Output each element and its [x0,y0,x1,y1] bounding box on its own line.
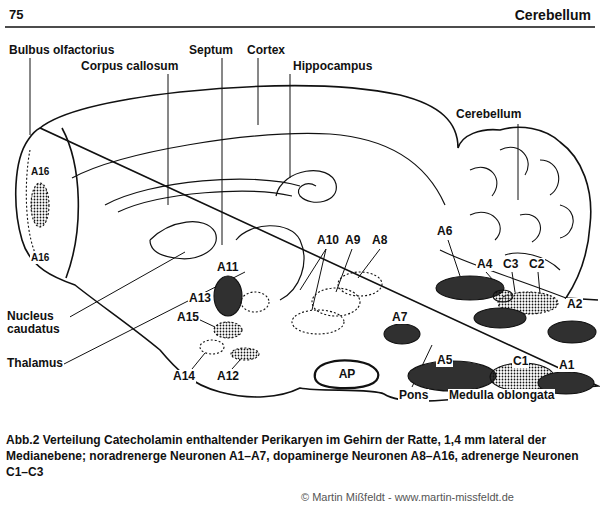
cell-group-label: A1 [558,359,575,372]
cell-group [384,324,420,344]
cortex-boundary [72,134,445,205]
illustration-part [232,360,240,369]
cell-group-label: A4 [476,258,493,271]
cell-group-label: A15 [176,311,200,324]
illustration-part [538,272,540,294]
illustration-part [358,249,380,278]
brain-outline [16,86,598,401]
illustration-part [168,74,169,205]
cell-group [292,310,344,334]
cell-group-label: A6 [436,225,453,238]
figure-caption: Abb.2 Verteilung Catecholamin enthaltend… [6,432,594,480]
page-number: 75 [8,7,24,22]
cell-group [200,340,224,354]
cell-group-label: A8 [371,234,388,247]
illustration-part [198,319,215,327]
illustration-part [518,124,519,200]
cell-group-label: A16 [30,252,50,264]
illustration-part [312,249,326,310]
cell-group-label: A10 [316,234,340,247]
cell-group [241,292,269,312]
cell-group-label: A9 [344,234,361,247]
cell-group-label: C2 [528,258,545,271]
cell-group-label: A7 [391,311,408,324]
region-label: Cortex [246,44,286,57]
cell-group [214,276,242,316]
cell-group [214,322,242,338]
cell-group-label: A13 [188,292,212,305]
illustration-part [290,74,291,178]
running-head: Cerebellum [514,7,592,23]
cell-group-label: A14 [172,370,196,383]
illustration-part [68,252,185,318]
illustration-part [300,249,326,290]
thalamus-outline [236,226,304,300]
header-rule [5,26,595,28]
cell-group [312,288,360,316]
cell-group [548,321,596,343]
illustration-part [64,272,245,364]
region-outline: AP [312,358,382,390]
watermark: © Martin Mißfeldt - www.martin-missfeldt… [300,491,515,504]
region-label: Cerebellum [455,108,522,121]
cell-group-label: A16 [30,166,50,178]
illustration-part [192,353,205,369]
region-label: Bulbus olfactorius [8,44,115,57]
corpus-callosum [118,191,292,212]
illustration-part [512,272,515,292]
cell-group-label: C1 [512,355,529,368]
cell-group [474,308,526,328]
illustration-part [26,150,596,394]
region-label: Nucleus caudatus [6,310,70,336]
illustration-part [448,240,460,276]
region-label: Medulla oblongata [448,389,555,402]
bulb-boundary [62,128,78,278]
region-label: Corpus callosum [80,60,179,73]
illustration-part [222,58,223,245]
region-label: Pons [398,389,429,402]
cell-group-label: C3 [502,258,519,271]
cell-group [31,183,49,227]
region-label: Hippocampus [292,60,373,73]
cell-group-label: A11 [216,261,239,274]
hippocampus-outline [276,171,336,203]
cell-group [231,348,259,360]
cerebellar-folia [470,147,573,270]
cell-group-label: A12 [216,370,240,383]
illustration-part [258,58,259,125]
region-label: Septum [188,44,234,57]
region-label: AP [312,368,382,381]
region-label: Thalamus [6,357,64,370]
cell-group-label: A5 [436,354,453,367]
illustration-part [30,58,31,135]
cell-group [338,272,382,296]
leader-lines [30,58,540,387]
illustration-part [5,27,598,401]
cell-group-label: A2 [566,298,583,311]
